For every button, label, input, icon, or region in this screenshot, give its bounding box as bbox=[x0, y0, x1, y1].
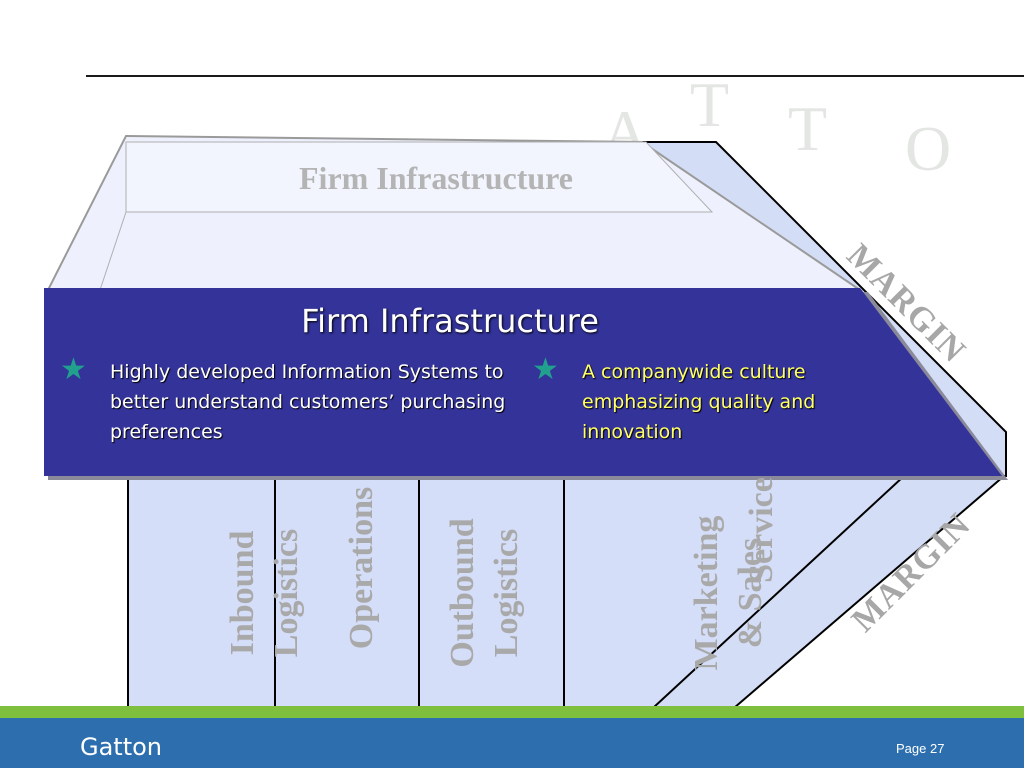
bullet-text: A companywide culture emphasizing qualit… bbox=[582, 361, 816, 443]
support-band-inner bbox=[125, 141, 714, 213]
footer-stripe bbox=[0, 706, 1024, 718]
watermark-letter: T bbox=[690, 69, 730, 140]
primary-activity-label: Service bbox=[743, 477, 780, 583]
support-activity-label: Firm Infrastructure bbox=[299, 160, 573, 196]
watermark-letter: T bbox=[788, 93, 828, 164]
callout-bullet: ★ Highly developed Information Systems t… bbox=[60, 355, 530, 447]
primary-activity-label: Operations bbox=[343, 486, 380, 650]
callout-bullet: ★ A companywide culture emphasizing qual… bbox=[532, 355, 882, 447]
footer-bar bbox=[0, 718, 1024, 768]
star-icon: ★ bbox=[60, 352, 87, 387]
primary-activity-label: Inbound Logistics bbox=[224, 528, 305, 658]
page-number: Page 27 bbox=[896, 741, 945, 756]
watermark-letter: O bbox=[905, 113, 952, 184]
primary-activity-label: Outbound Logistics bbox=[444, 518, 525, 668]
callout-title: Firm Infrastructure bbox=[301, 302, 599, 340]
star-icon: ★ bbox=[532, 352, 559, 387]
title-rule bbox=[86, 75, 1024, 77]
footer-brand: Gatton bbox=[80, 733, 163, 761]
bullet-text: Highly developed Information Systems to … bbox=[110, 361, 506, 443]
callout-box bbox=[44, 288, 1002, 476]
